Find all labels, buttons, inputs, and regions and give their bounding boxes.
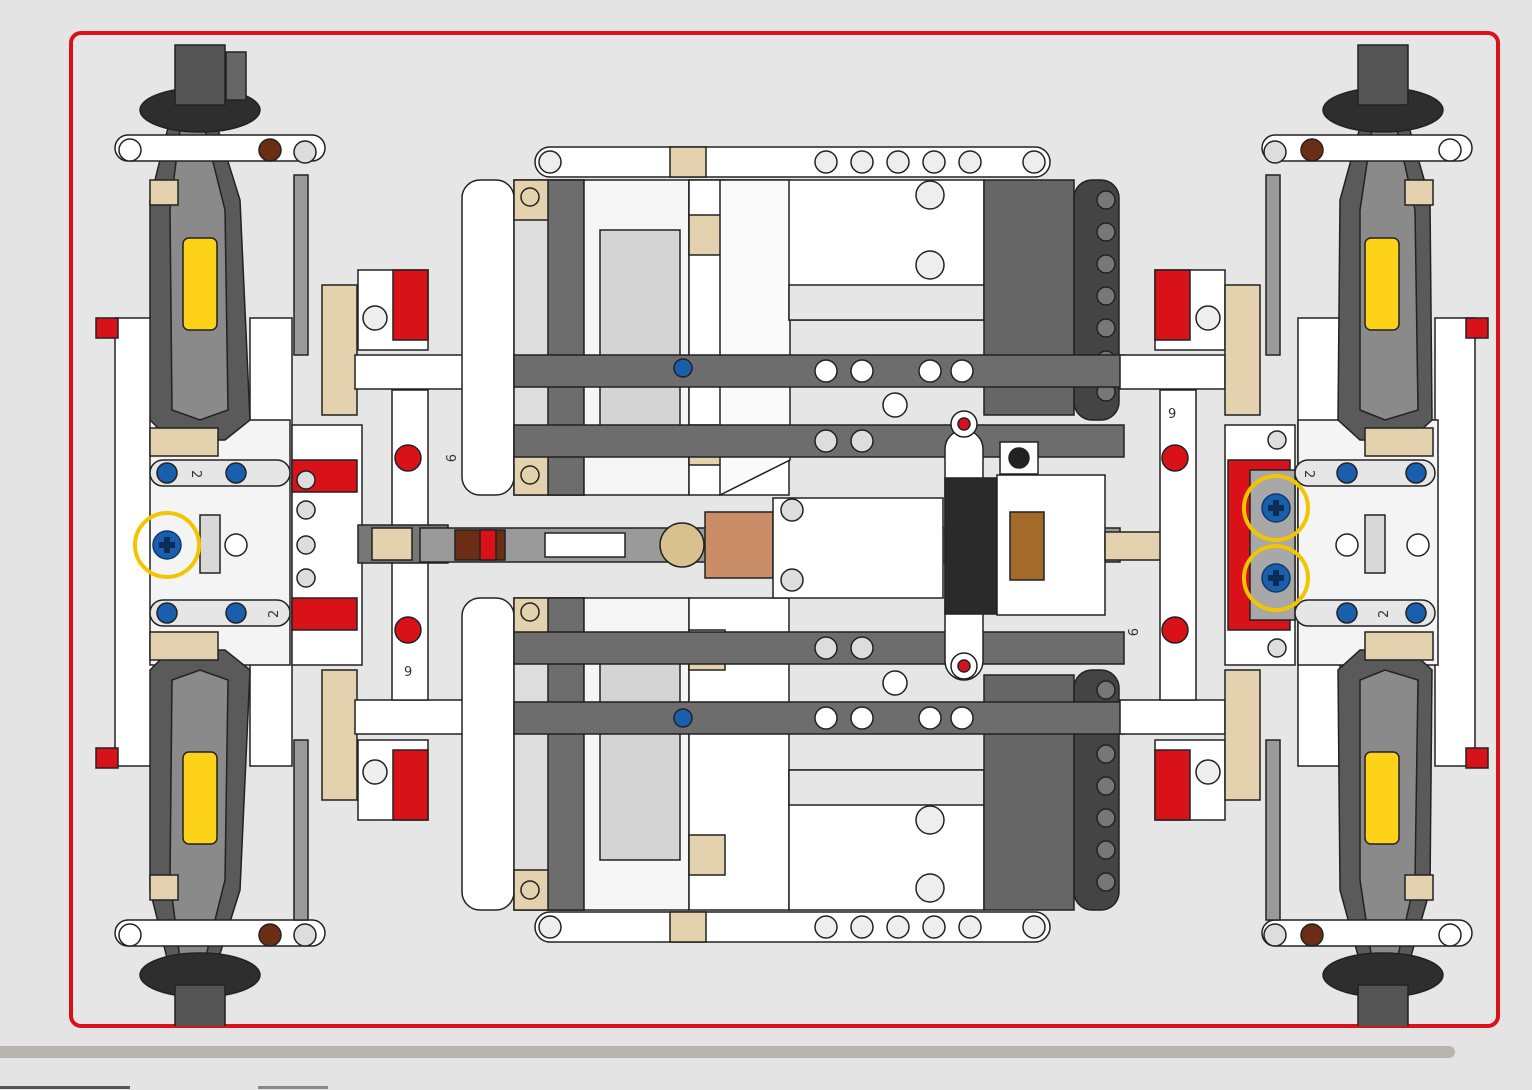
blue-axle-pin-icon (1262, 494, 1290, 522)
footer-mark (258, 1086, 328, 1089)
footer-mark (0, 1086, 130, 1089)
lower-engine-block (462, 598, 1124, 942)
blue-axle-pin-icon (153, 531, 181, 559)
beam-label-right-bottom: 2 (1377, 610, 1392, 618)
page-footer-marks (0, 1082, 400, 1090)
beam-label-left-9-bottom: 9 (404, 665, 412, 680)
beam-label-left-9-top: 9 (442, 454, 457, 462)
right-suspension-assembly (1262, 45, 1488, 1030)
beam-label-right-9-top: 9 (1168, 407, 1176, 422)
left-suspension-assembly (96, 45, 325, 1030)
beam-label-left-top: 2 (188, 470, 203, 478)
beam-label-right-top: 2 (1301, 470, 1316, 478)
beam-label-left-bottom: 2 (267, 610, 282, 618)
progress-bar (0, 1046, 1455, 1058)
beam-label-right-9-bottom: 9 (1124, 628, 1139, 636)
blue-axle-pin-icon (1262, 564, 1290, 592)
